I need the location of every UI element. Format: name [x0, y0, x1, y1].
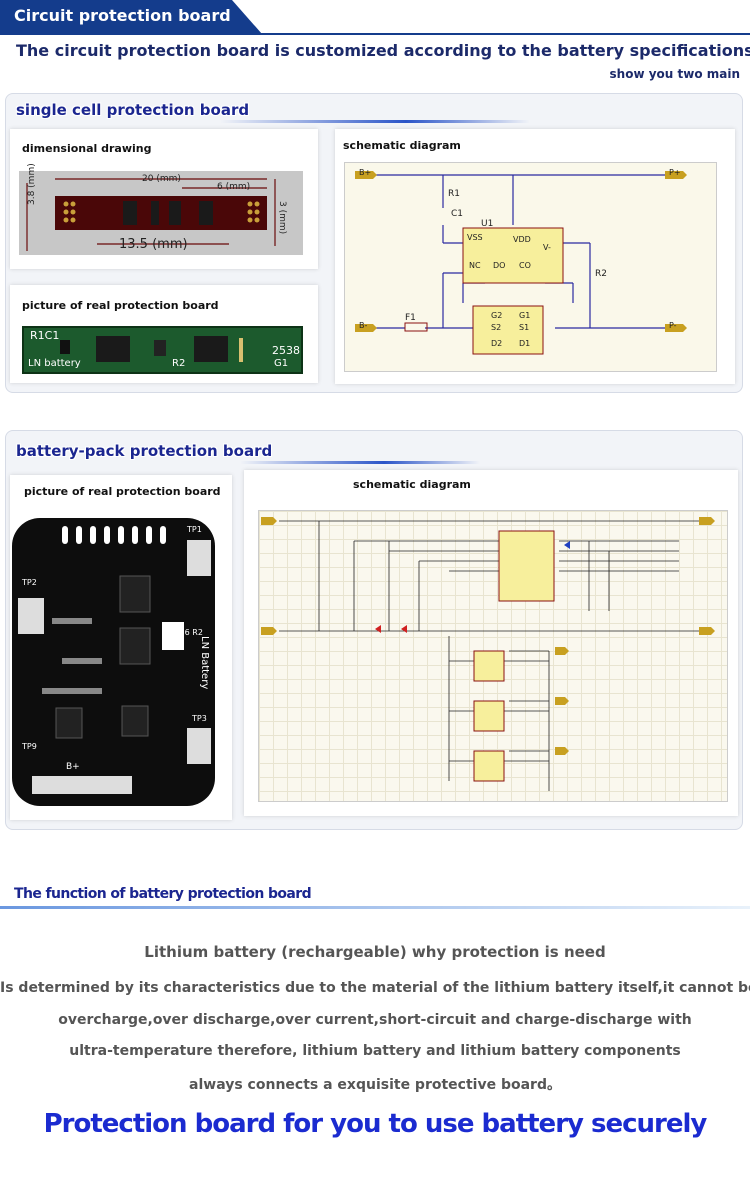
pcb-label-num: 2538: [272, 344, 300, 357]
function-line-5: always connects a exquisite protective b…: [189, 1077, 561, 1093]
schem-pplus: P+: [669, 168, 681, 177]
dim-label-3mm: 3 (mm): [277, 201, 287, 235]
single-schematic-caption: schematic diagram: [343, 139, 461, 152]
schem-vminus: V-: [543, 243, 551, 252]
pack-pcb-caption: picture of real protection board: [24, 485, 221, 498]
schem-pminus: P-: [669, 321, 677, 330]
schem-bplus: B+: [359, 168, 372, 177]
pack-schematic-svg: [261, 517, 715, 791]
pack-schematic-caption: schematic diagram: [353, 478, 471, 491]
schem-c1: C1: [451, 209, 464, 219]
schem-g2: G2: [491, 311, 503, 320]
single-cell-schematic: B+ P+ B- P- R1 C1 U1 R2 F1 VSS VDD V- NC…: [344, 162, 717, 372]
pcb-label-r1c1: R1C1: [30, 329, 60, 342]
single-cell-title: single cell protection board: [16, 101, 250, 119]
schem-s2: S2: [491, 323, 502, 332]
function-divider: [0, 906, 750, 909]
battery-pack-schematic: [258, 510, 728, 802]
schem-d2: D2: [491, 339, 503, 348]
dim-label-135mm: 13.5 (mm): [119, 237, 188, 252]
pcb-tp1: TP1: [187, 525, 202, 534]
function-title: The function of battery protection board: [14, 886, 312, 902]
battery-pack-title: battery-pack protection board: [16, 442, 273, 460]
schem-f1: F1: [405, 313, 416, 323]
real-pcb-caption: picture of real protection board: [22, 299, 219, 312]
schem-do: DO: [493, 261, 506, 270]
function-line-3: overcharge,over discharge,over current,s…: [58, 1012, 692, 1028]
function-line-2: Is determined by its characteristics due…: [0, 980, 750, 996]
schem-r2: R2: [595, 269, 607, 279]
schem-bminus: B-: [359, 321, 368, 330]
slogan: Protection board for you to use battery …: [43, 1109, 708, 1139]
schem-vss: VSS: [467, 233, 483, 242]
intro-subline: show you two main: [609, 67, 740, 81]
pcb-c16: C16 R2: [174, 628, 203, 637]
pcb-label-ln: LN battery: [28, 358, 81, 369]
dim-label-38mm: 3.8 (mm): [27, 163, 37, 205]
header-banner: Circuit protection board: [0, 0, 262, 34]
pcb-label-g1: G1: [274, 358, 289, 369]
pcb-tp9: TP9: [22, 742, 37, 751]
dimensional-drawing: 20 (mm) 6 (mm) 3.8 (mm) 3 (mm) 13.5 (mm): [19, 163, 303, 255]
single-cell-pcb-photo: R1C1 LN battery R2 2538 G1: [22, 326, 303, 374]
schem-r1: R1: [448, 189, 460, 199]
section-line: [220, 120, 530, 123]
schem-nc: NC: [469, 261, 481, 270]
intro-text: The circuit protection board is customiz…: [16, 41, 750, 60]
pcb-label-r2: R2: [172, 358, 186, 369]
schem-d1: D1: [519, 339, 531, 348]
schem-co: CO: [519, 261, 531, 270]
dim-label-20mm: 20 (mm): [142, 174, 181, 184]
function-line-1: Lithium battery (rechargeable) why prote…: [144, 943, 606, 961]
pcb-tp2: TP2: [22, 578, 37, 587]
schem-g1: G1: [519, 311, 531, 320]
dimension-caption: dimensional drawing: [22, 142, 152, 155]
schem-u1: U1: [481, 219, 494, 229]
pcb-bplus: B+: [66, 762, 80, 772]
section-line: [240, 461, 480, 464]
pcb-tp3: TP3: [192, 714, 207, 723]
dimension-drawing-svg: [26, 178, 276, 251]
function-line-4: ultra-temperature therefore, lithium bat…: [69, 1043, 681, 1059]
battery-pack-pcb-photo: TP1 TP2 TP3 TP9 B+ C16 R2 LN Battery: [12, 518, 215, 806]
schem-vdd: VDD: [513, 235, 531, 244]
single-schematic-svg: [355, 171, 687, 355]
dim-label-6mm: 6 (mm): [217, 182, 251, 192]
banner-title: Circuit protection board: [14, 6, 231, 25]
pcb-brand: LN Battery: [199, 636, 210, 690]
header-divider: [0, 33, 750, 35]
schem-s1: S1: [519, 323, 530, 332]
